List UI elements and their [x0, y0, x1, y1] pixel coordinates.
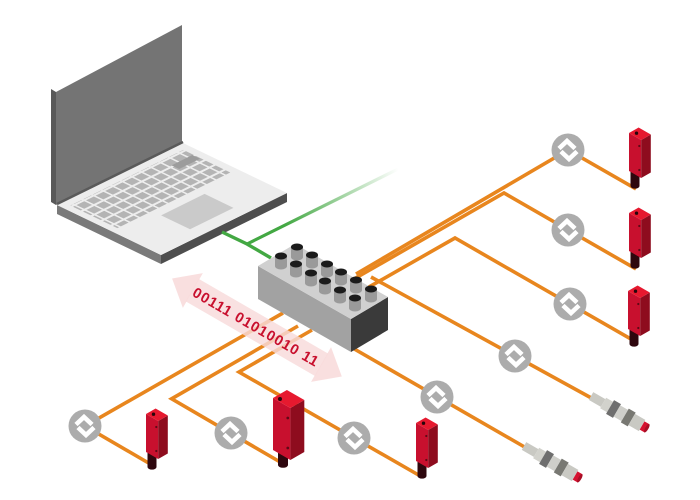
- cylindrical-sensor-2: [587, 389, 653, 436]
- laptop-keyboard: [70, 149, 231, 229]
- laptop-underside-left: [57, 205, 161, 264]
- cable-right-2: [339, 190, 637, 289]
- hub-port: [275, 252, 287, 270]
- laptop-screen: [56, 25, 182, 205]
- data-exchange-icon: [69, 410, 102, 443]
- data-exchange-icon: [552, 214, 585, 247]
- laptop-trackpad: [161, 193, 234, 230]
- data-exchange-icon: [338, 422, 371, 455]
- laptop: [51, 25, 287, 264]
- hub-port: [291, 243, 303, 261]
- photoelectric-sensor-right-middle: [629, 207, 651, 269]
- photoelectric-sensor-bottom-large: [273, 390, 305, 468]
- cylindrical-sensor-1: [520, 439, 586, 486]
- arrowhead-right: [311, 347, 342, 382]
- data-exchange-icon: [552, 134, 585, 167]
- hub-left-face: [258, 266, 351, 352]
- hub-port: [306, 251, 318, 269]
- data-exchange-icon: [499, 340, 532, 373]
- photoelectric-sensor-bottom-middle: [416, 417, 438, 479]
- data-exchange-icon: [554, 288, 587, 321]
- photoelectric-sensor-right-bottom: [628, 285, 650, 347]
- data-exchange-icon: [421, 381, 454, 414]
- photoelectric-sensor-right-top: [629, 127, 651, 189]
- cable-left-2: [168, 324, 299, 468]
- hub-port: [335, 268, 347, 286]
- binary-data-arrow: [172, 273, 342, 382]
- hub-port: [305, 269, 317, 287]
- laptop-underside-front: [161, 193, 287, 264]
- hub-port: [349, 294, 361, 312]
- data-exchange-icon: [215, 417, 248, 450]
- laptop-hinge: [56, 140, 184, 206]
- hub-port: [350, 276, 362, 294]
- hub-port: [290, 260, 302, 278]
- hub-port: [321, 260, 333, 278]
- photoelectric-sensor-bottom-left: [146, 408, 168, 470]
- io-link-master-module: [258, 243, 388, 352]
- hub-port: [334, 286, 346, 304]
- laptop-screen-edge: [51, 89, 56, 205]
- hub-port: [319, 277, 331, 295]
- cable-cylinder-2: [370, 275, 596, 402]
- green-cable-fading: [246, 167, 399, 246]
- hub-port: [365, 285, 377, 303]
- laptop-wide-key: [171, 155, 201, 170]
- hub-front-face: [351, 297, 388, 352]
- green-usb-cable: [221, 167, 399, 260]
- arrowhead-left: [172, 273, 203, 308]
